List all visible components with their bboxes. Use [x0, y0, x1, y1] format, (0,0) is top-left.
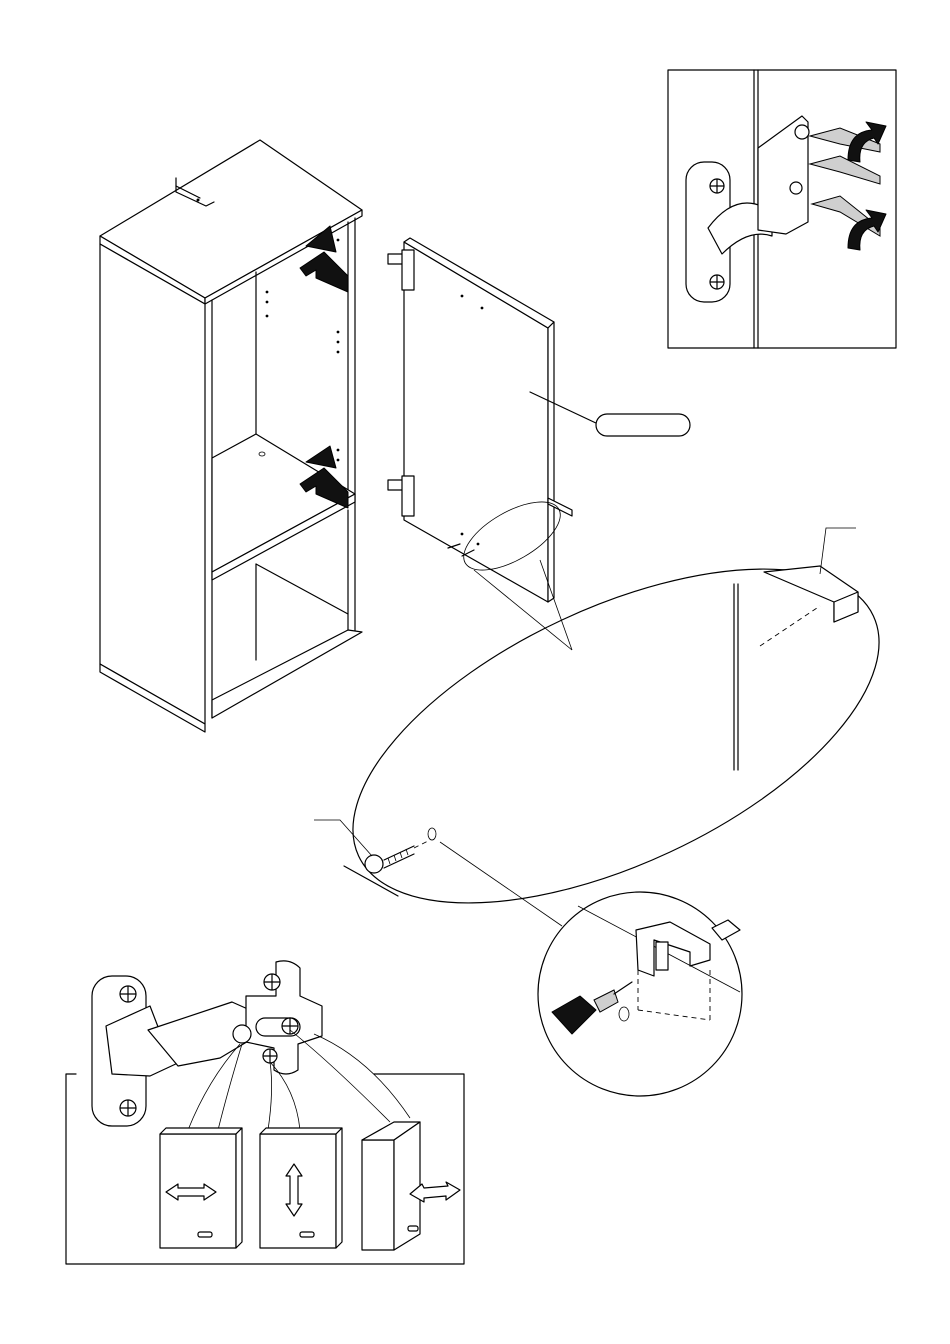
hinge-adjustment — [66, 961, 464, 1264]
arrow-upper-icon — [300, 252, 348, 292]
drill-icon — [552, 996, 596, 1034]
adjust-panel-depth — [362, 1122, 460, 1250]
stopper-detail-ellipse — [305, 500, 928, 972]
arrow-lower-head-icon — [306, 446, 336, 468]
hinge-detail-box — [668, 70, 896, 348]
cabinet — [100, 140, 362, 732]
adjust-panel-vertical — [260, 1128, 342, 1248]
drill-detail-circle — [538, 892, 742, 1096]
adjust-panel-horizontal — [160, 1128, 242, 1248]
callout-label-box — [596, 414, 690, 436]
